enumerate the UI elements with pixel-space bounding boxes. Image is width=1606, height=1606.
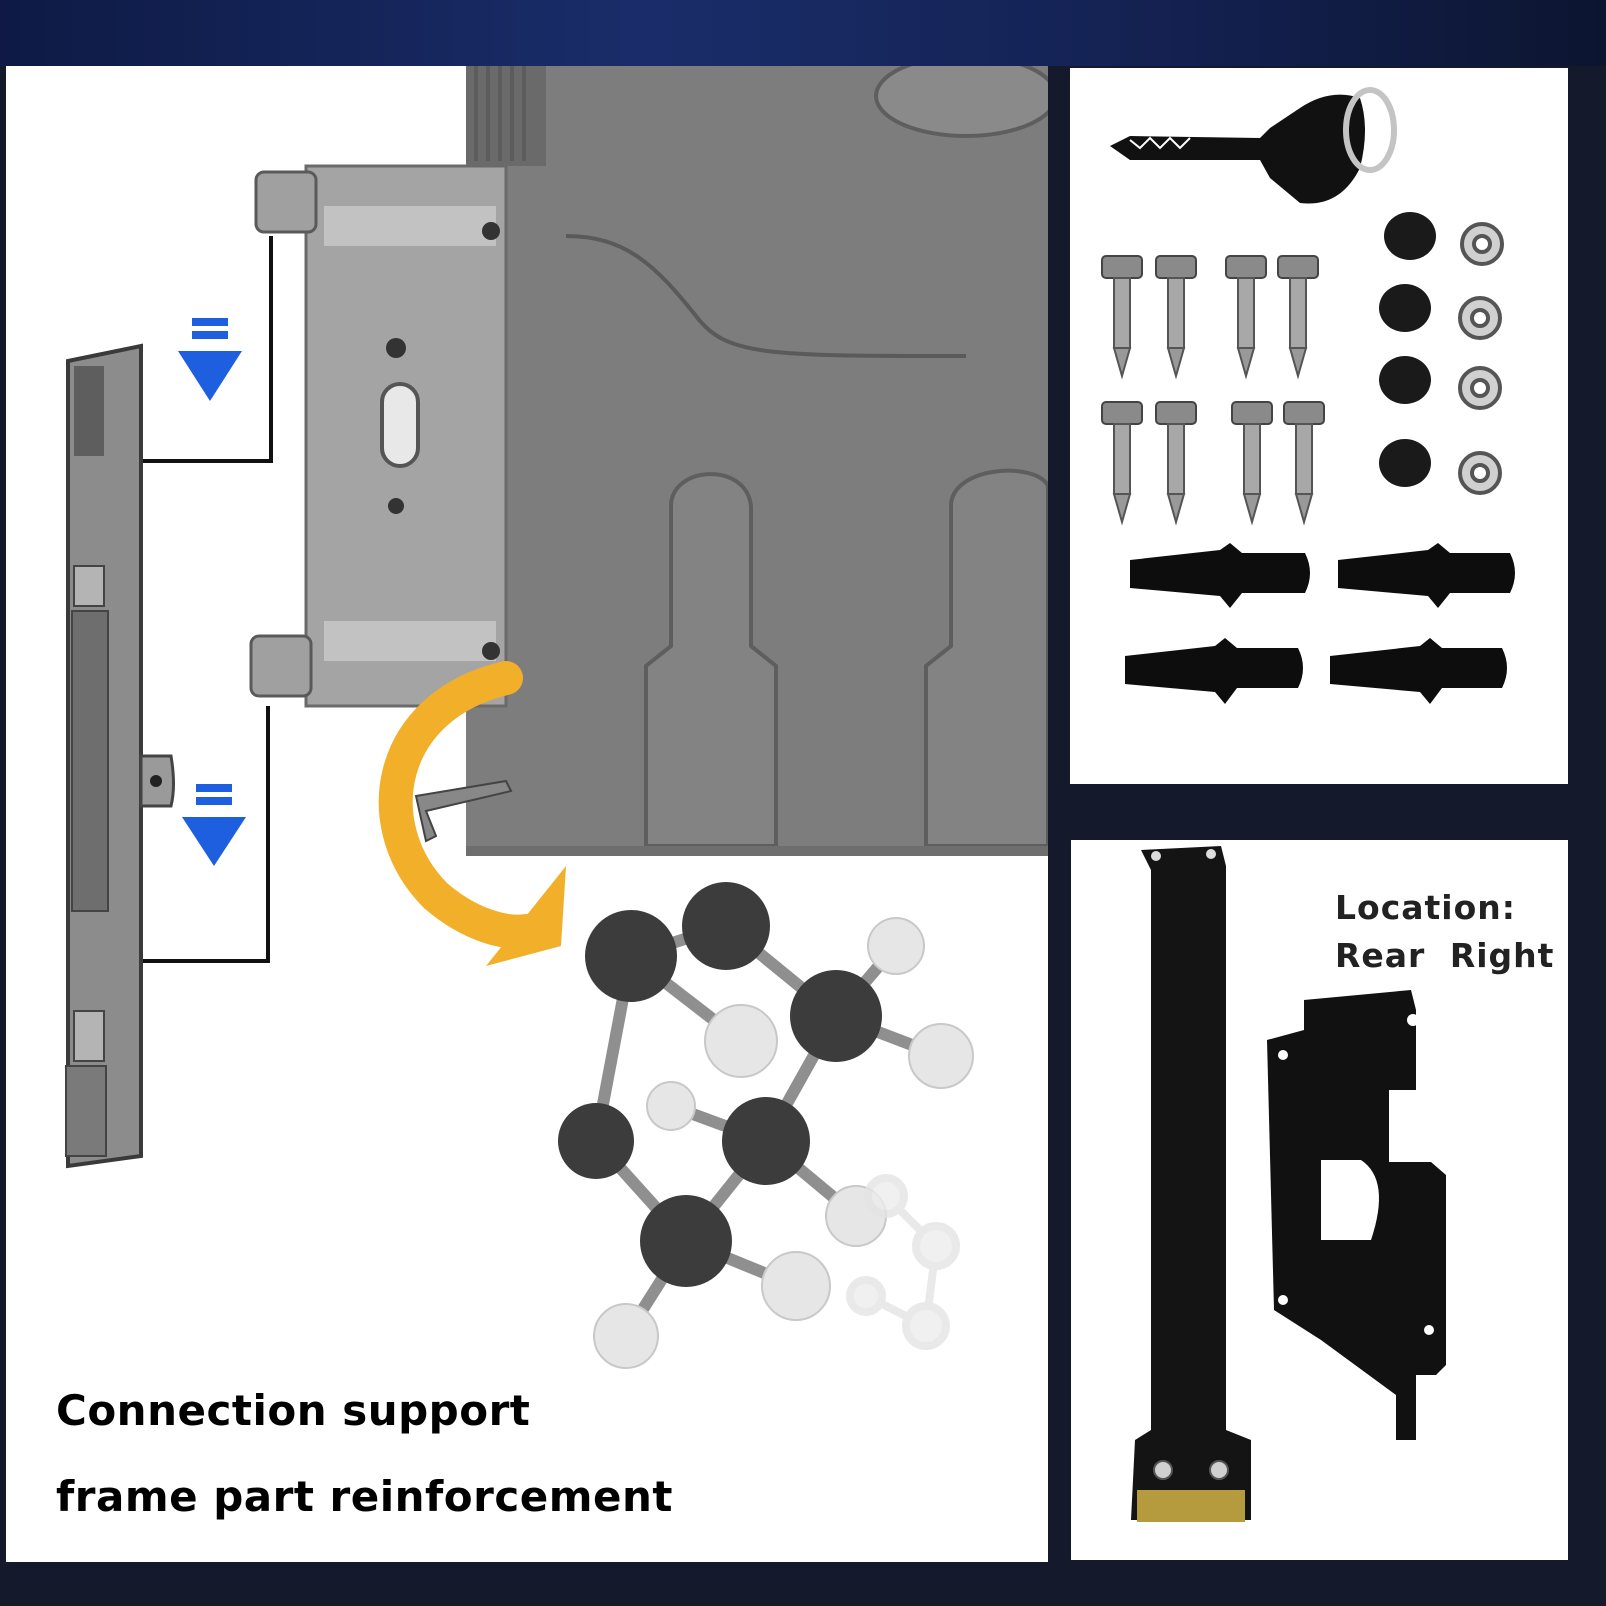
- screw-icon: [1101, 255, 1325, 526]
- screw-icon: [1155, 255, 1197, 380]
- key-icon: [1110, 87, 1397, 204]
- bushing-icon: [1379, 212, 1436, 487]
- rail-bracket: [65, 343, 175, 1169]
- screw-icon: [1231, 401, 1273, 526]
- screw-icon: [1277, 255, 1319, 380]
- brackets: [1131, 846, 1446, 1522]
- battery-box: [466, 66, 1048, 856]
- location-label: Location:: [1335, 888, 1516, 927]
- bracket-panel: Location: Rear Right: [1071, 840, 1568, 1560]
- curved-arrow-icon: [378, 661, 566, 966]
- caption-line-2: frame part reinforcement: [56, 1472, 673, 1521]
- caption-line-1: Connection support: [56, 1386, 531, 1435]
- down-arrow-icon: [178, 318, 242, 401]
- long-strap-bracket: [1131, 846, 1251, 1522]
- top-banner: [0, 0, 1606, 66]
- plastic-plug-icon: [1125, 543, 1515, 704]
- screw-icon: [1155, 401, 1197, 526]
- box-mount-plate: [249, 164, 508, 708]
- rear-right-bracket: [1267, 990, 1446, 1440]
- lock-washer-icon: [1458, 222, 1504, 495]
- screw-icon: [1283, 401, 1325, 526]
- installation-diagram: [65, 66, 1048, 1376]
- screw-icon: [1225, 255, 1267, 380]
- screw-icon: [1101, 255, 1143, 380]
- down-arrow-icon: [182, 784, 246, 866]
- location-value: Rear Right: [1335, 936, 1555, 975]
- main-illustration-panel: Connection support frame part reinforcem…: [6, 66, 1048, 1562]
- screw-icon: [1101, 401, 1143, 526]
- hardware-kit-panel: [1070, 68, 1568, 784]
- molecule-graphic: [558, 882, 974, 1376]
- pin: [414, 779, 513, 843]
- hardware-kit: [1101, 87, 1515, 704]
- connection-lines: [86, 236, 273, 963]
